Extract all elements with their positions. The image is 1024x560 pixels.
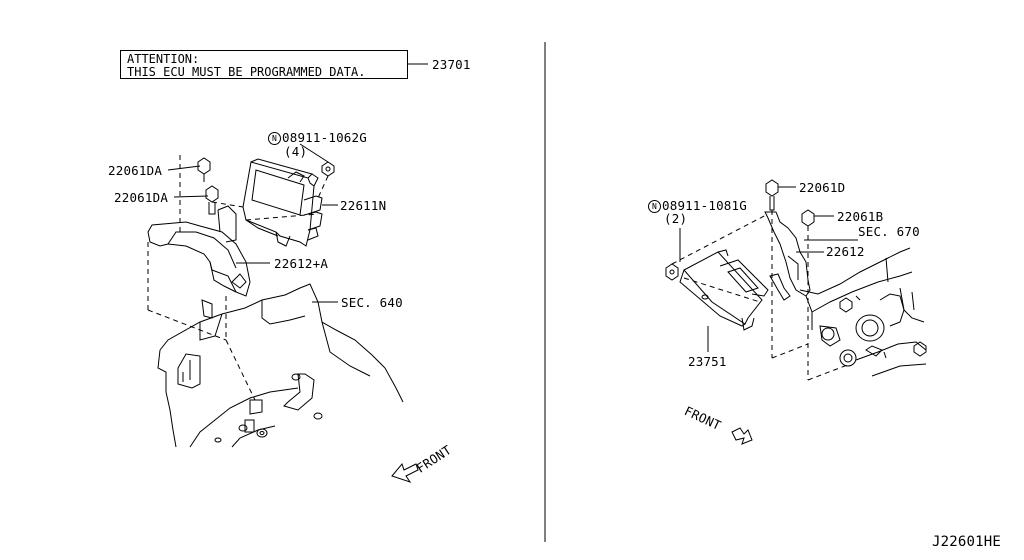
left-ecu-22611N bbox=[242, 158, 323, 247]
label-sec-670: SEC. 670 bbox=[858, 224, 920, 239]
right-fasteners bbox=[665, 179, 815, 281]
left-fasteners bbox=[197, 157, 335, 215]
label-right-nut-number: 08911-1081G bbox=[662, 198, 747, 213]
label-left-bolt-lower: 22061DA bbox=[114, 190, 169, 205]
label-22612: 22612 bbox=[826, 244, 865, 259]
attention-note-box: ATTENTION: THIS ECU MUST BE PROGRAMMED D… bbox=[120, 50, 408, 79]
left-front-arrow bbox=[391, 462, 419, 483]
right-dash-leaders bbox=[671, 210, 851, 381]
label-22061D: 22061D bbox=[799, 180, 846, 195]
label-sec-640: SEC. 640 bbox=[341, 295, 403, 310]
left-solid-leaders bbox=[167, 143, 338, 303]
label-left-nut-number: 08911-1062G bbox=[282, 130, 367, 145]
label-22061B: 22061B bbox=[837, 209, 884, 224]
attention-line-1: ATTENTION: bbox=[127, 52, 200, 66]
label-left-bolt-upper: 22061DA bbox=[108, 163, 163, 178]
right-body-panel bbox=[799, 247, 927, 377]
right-front-arrow bbox=[731, 427, 753, 445]
label-23701: 23701 bbox=[432, 57, 471, 72]
right-bracket-22612 bbox=[764, 211, 811, 301]
nut-n-icon: N bbox=[648, 200, 661, 213]
right-module-23751 bbox=[679, 249, 769, 331]
nut-n-icon: N bbox=[268, 132, 281, 145]
label-22612A: 22612+A bbox=[274, 256, 329, 271]
label-23751: 23751 bbox=[688, 354, 727, 369]
label-right-nut-qty: (2) bbox=[664, 211, 688, 226]
left-bracket-22612A bbox=[147, 205, 251, 297]
label-left-nut-qty: (4) bbox=[284, 144, 308, 159]
left-dash-leaders bbox=[147, 155, 329, 401]
diagram-id: J22601HE bbox=[932, 534, 1002, 550]
right-solid-leaders bbox=[679, 186, 858, 352]
left-body-panel bbox=[157, 283, 404, 448]
attention-line-2: THIS ECU MUST BE PROGRAMMED DATA. bbox=[127, 64, 366, 79]
label-22611N: 22611N bbox=[340, 198, 387, 213]
